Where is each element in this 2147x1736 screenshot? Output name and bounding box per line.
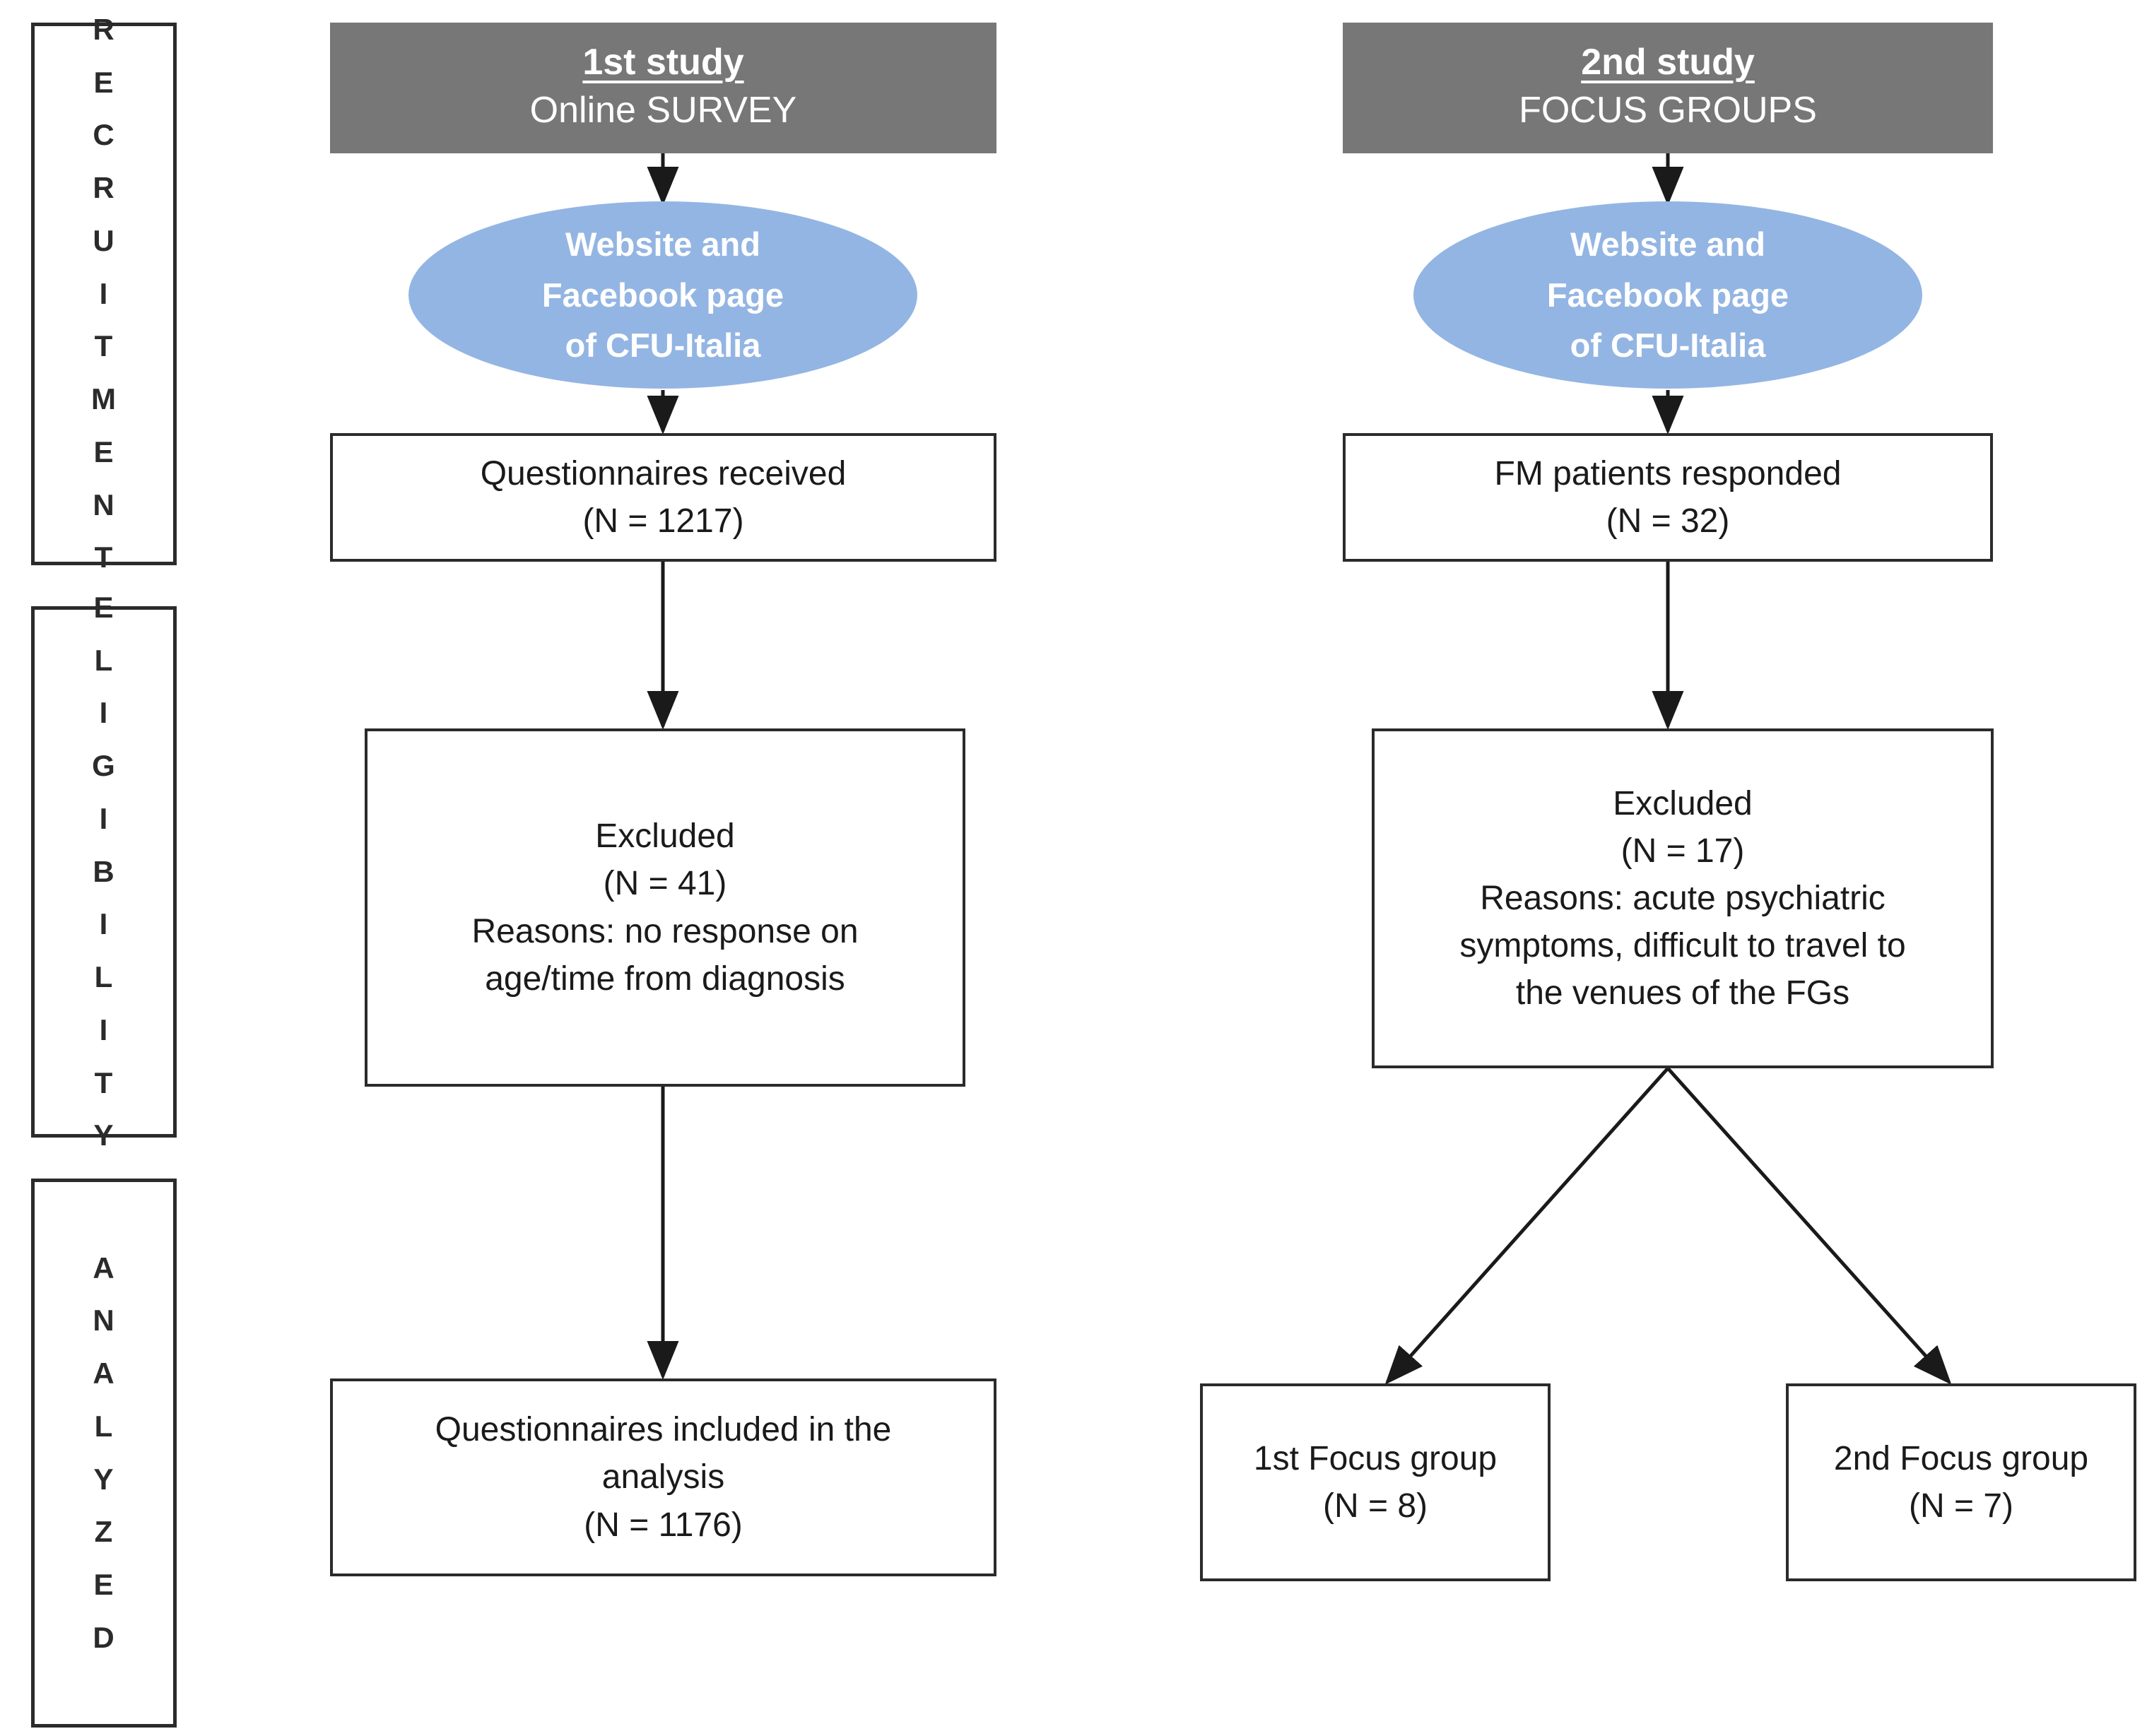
edge-right-excluded-to-fg1 — [1384, 1067, 1669, 1385]
study-subtitle-left: Online SURVEY — [529, 90, 797, 131]
stage-letter: E — [93, 1568, 114, 1601]
stage-letter: Y — [93, 1462, 114, 1496]
box-line: Excluded — [1613, 784, 1753, 822]
study-title-right: 2nd study — [1581, 42, 1755, 83]
box-line: Reasons: no response on — [471, 912, 859, 950]
ellipse-line: of CFU-Italia — [1570, 326, 1766, 365]
stage-label-recruitment: R E C R U I T M E N T — [91, 4, 117, 584]
box-line: the venues of the FGs — [1515, 974, 1850, 1012]
ellipse-line: Facebook page — [1546, 276, 1789, 314]
stage-letter: M — [91, 382, 117, 416]
edge-right-excluded-to-fg2 — [1666, 1067, 1952, 1385]
stage-letter: E — [93, 435, 114, 468]
box-line: symptoms, difficult to travel to — [1459, 927, 1906, 965]
stage-letter: L — [94, 960, 114, 994]
stage-letter: Z — [94, 1515, 114, 1549]
box-line: (N = 1176) — [584, 1506, 743, 1544]
box-excluded-right: Excluded (N = 17) Reasons: acute psychia… — [1372, 728, 1994, 1068]
stage-letter: Y — [93, 1118, 114, 1152]
study-subtitle-right: FOCUS GROUPS — [1519, 90, 1817, 131]
ellipse-line: of CFU-Italia — [565, 326, 761, 365]
stage-letter: N — [93, 1304, 115, 1338]
stage-label-analyzed: A N A L Y Z E D — [93, 1242, 114, 1665]
stage-letter: T — [94, 1065, 114, 1099]
ellipse-line: Website and — [565, 225, 760, 264]
stage-letter: I — [99, 801, 109, 835]
study-header-left: 1st study Online SURVEY — [330, 23, 996, 153]
box-line: analysis — [601, 1458, 725, 1496]
stage-letter: L — [94, 1409, 114, 1443]
box-fm-patients-responded: FM patients responded (N = 32) — [1343, 433, 1993, 562]
box-excluded-left: Excluded (N = 41) Reasons: no response o… — [365, 728, 965, 1087]
box-line: (N = 1217) — [582, 502, 744, 540]
stage-letter: L — [94, 643, 114, 677]
study-title-left: 1st study — [582, 42, 744, 83]
box-line: 2nd Focus group — [1833, 1439, 2089, 1477]
stage-letter: A — [93, 1251, 115, 1285]
stage-box-eligibility: E L I G I B I L I T Y — [31, 591, 177, 1152]
stage-letter: U — [93, 223, 115, 257]
stage-letter: I — [99, 1012, 109, 1046]
box-line: (N = 32) — [1606, 502, 1730, 540]
stage-letter: N — [93, 488, 115, 521]
stage-box-analyzed: A N A L Y Z E D — [31, 1179, 177, 1728]
stage-letter: R — [93, 12, 115, 46]
stage-letter: D — [93, 1620, 115, 1654]
stage-letter: A — [93, 1357, 115, 1390]
recruitment-source-left: Website and Facebook page of CFU-Italia — [408, 201, 917, 389]
stage-letter: E — [93, 590, 114, 624]
box-line: FM patients responded — [1494, 454, 1842, 492]
box-line: Excluded — [595, 817, 735, 856]
stage-letter: C — [93, 118, 115, 152]
stage-box-recruitment: R E C R U I T M E N T — [31, 13, 177, 574]
box-line: (N = 41) — [603, 865, 727, 903]
box-line: (N = 17) — [1620, 832, 1745, 870]
recruitment-source-right: Website and Facebook page of CFU-Italia — [1413, 201, 1922, 389]
box-questionnaires-included: Questionnaires included in the analysis … — [330, 1378, 996, 1576]
stage-letter: R — [93, 171, 115, 205]
stage-letter: T — [94, 541, 114, 574]
box-line: Questionnaires received — [480, 454, 847, 492]
ellipse-line: Website and — [1570, 225, 1765, 264]
box-focus-group-2: 2nd Focus group (N = 7) — [1786, 1383, 2136, 1581]
stage-letter: T — [94, 329, 114, 363]
box-questionnaires-received: Questionnaires received (N = 1217) — [330, 433, 996, 562]
stage-letter: I — [99, 696, 109, 730]
box-line: Questionnaires included in the — [435, 1411, 892, 1449]
box-line: 1st Focus group — [1253, 1439, 1498, 1477]
ellipse-line: Facebook page — [541, 276, 784, 314]
box-line: (N = 7) — [1908, 1487, 2014, 1525]
stage-letter: G — [92, 749, 116, 783]
box-line: (N = 8) — [1322, 1487, 1428, 1525]
stage-letter: I — [99, 907, 109, 941]
stage-letter: B — [93, 854, 115, 888]
box-line: Reasons: acute psychiatric — [1480, 879, 1886, 917]
stage-label-eligibility: E L I G I B I L I T Y — [92, 581, 116, 1162]
box-line: age/time from diagnosis — [485, 959, 845, 998]
stage-letter: E — [93, 65, 114, 99]
study-header-right: 2nd study FOCUS GROUPS — [1343, 23, 1993, 153]
stage-letter: I — [99, 276, 109, 310]
box-focus-group-1: 1st Focus group (N = 8) — [1200, 1383, 1551, 1581]
